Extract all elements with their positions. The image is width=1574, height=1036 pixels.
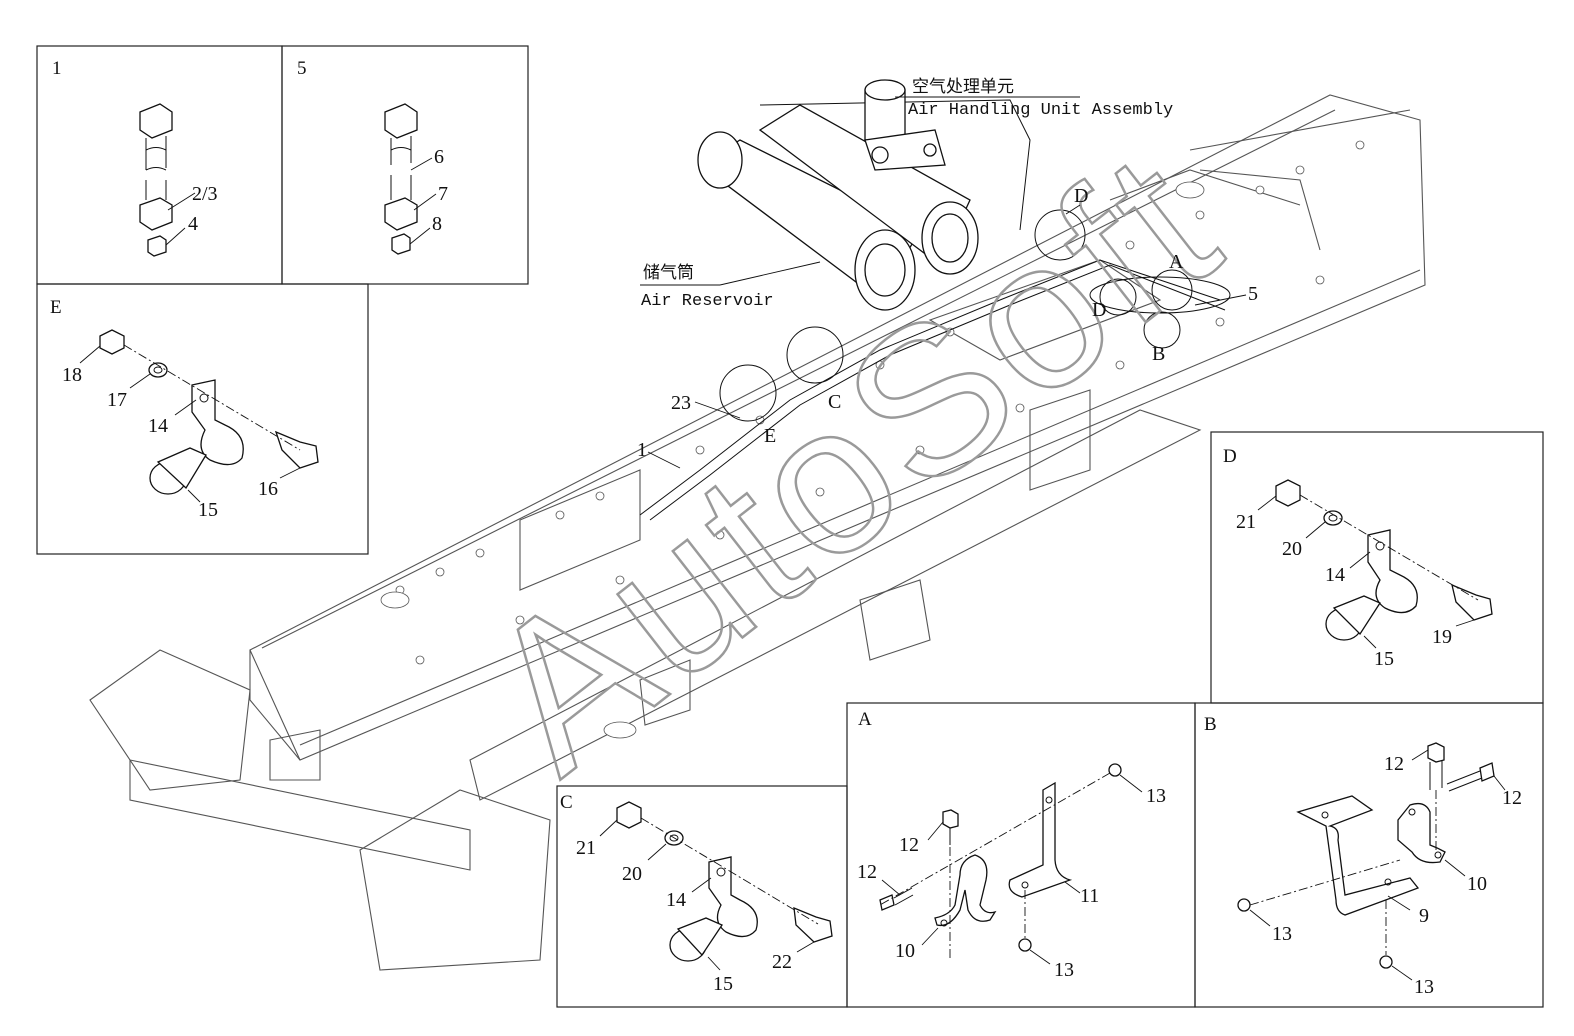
detail-box-1: 1 2/3 4 — [36, 45, 283, 285]
box-C-label: C — [560, 792, 573, 813]
box-B-callout-12-right: 12 — [1502, 787, 1522, 809]
box-A-callout-10: 10 — [895, 940, 915, 962]
box-D-label: D — [1223, 446, 1237, 467]
box-5-callout-7: 7 — [438, 183, 448, 205]
air-handling-en-label: Air Handling Unit Assembly — [908, 101, 1173, 120]
reservoir-cn-label: 储气筒 — [643, 263, 694, 283]
box-E-callout-14: 14 — [148, 415, 168, 437]
box-D-callout-14: 14 — [1325, 564, 1345, 586]
box-1-label: 1 — [52, 58, 62, 79]
callout-D: D — [1074, 185, 1088, 207]
box-A-callout-12-left: 12 — [857, 861, 877, 883]
box-D-callout-20: 20 — [1282, 538, 1302, 560]
box-E-callout-16: 16 — [258, 478, 278, 500]
box-B-callout-12-top: 12 — [1384, 753, 1404, 775]
box-D-callout-15: 15 — [1374, 648, 1394, 670]
detail-box-A: A 13 12 12 11 10 13 — [846, 702, 1196, 1008]
box-C-callout-15: 15 — [713, 973, 733, 995]
box-C-callout-14: 14 — [666, 889, 686, 911]
callout-23: 23 — [671, 392, 691, 414]
callout-C: C — [828, 391, 841, 413]
box-1-callout-4: 4 — [188, 213, 198, 235]
box-E-callout-17: 17 — [107, 389, 127, 411]
box-A-label: A — [858, 709, 872, 730]
callout-D-small: D — [1092, 299, 1106, 321]
box-D-callout-19: 19 — [1432, 626, 1452, 648]
air-handling-unit — [864, 79, 946, 171]
box-C-callout-20: 20 — [622, 863, 642, 885]
reservoir-en-label: Air Reservoir — [641, 292, 774, 311]
detail-box-E: E 18 17 14 15 16 — [36, 283, 369, 555]
box-5-label: 5 — [297, 58, 307, 79]
box-E-callout-15: 15 — [198, 499, 218, 521]
box-A-callout-13-bottom: 13 — [1054, 959, 1074, 981]
rail-holes — [380, 140, 1365, 739]
detail-circles — [719, 209, 1193, 422]
box-C-callout-22: 22 — [772, 951, 792, 973]
main-callouts: D A B D 5 23 C E 1 — [637, 185, 1258, 469]
air-handling-cn-label: 空气处理单元 — [912, 77, 1014, 97]
title-labels: 空气处理单元 Air Handling Unit Assembly 储气筒 Ai… — [640, 77, 1173, 311]
box-E-label: E — [50, 297, 62, 318]
box-C-callout-21: 21 — [576, 837, 596, 859]
box-B-callout-13-left: 13 — [1272, 923, 1292, 945]
detail-box-C: C 21 20 14 15 22 — [556, 785, 848, 1008]
box-B-callout-9: 9 — [1419, 905, 1429, 927]
chassis-frame — [89, 94, 1426, 971]
callout-A: A — [1169, 251, 1184, 273]
air-reservoir — [697, 104, 979, 311]
callout-B: B — [1152, 343, 1165, 365]
callout-E: E — [764, 425, 776, 447]
box-1-callout-2-3: 2/3 — [192, 183, 218, 205]
box-5-callout-8: 8 — [432, 213, 442, 235]
box-A-callout-13-top: 13 — [1146, 785, 1166, 807]
callout-1: 1 — [637, 439, 647, 461]
box-A-callout-11: 11 — [1080, 885, 1099, 907]
detail-box-D: D 21 20 14 15 19 — [1210, 431, 1544, 704]
box-A-callout-12-top: 12 — [899, 834, 919, 856]
detail-box-5: 5 6 7 8 — [281, 45, 529, 285]
box-B-callout-10: 10 — [1467, 873, 1487, 895]
box-B-callout-13-bottom: 13 — [1414, 976, 1434, 998]
box-E-callout-18: 18 — [62, 364, 82, 386]
detail-box-B: B 12 12 10 9 13 13 — [1194, 702, 1544, 1008]
box-B-label: B — [1204, 714, 1217, 735]
box-D-callout-21: 21 — [1236, 511, 1256, 533]
callout-5: 5 — [1248, 283, 1258, 305]
box-5-callout-6: 6 — [434, 146, 444, 168]
